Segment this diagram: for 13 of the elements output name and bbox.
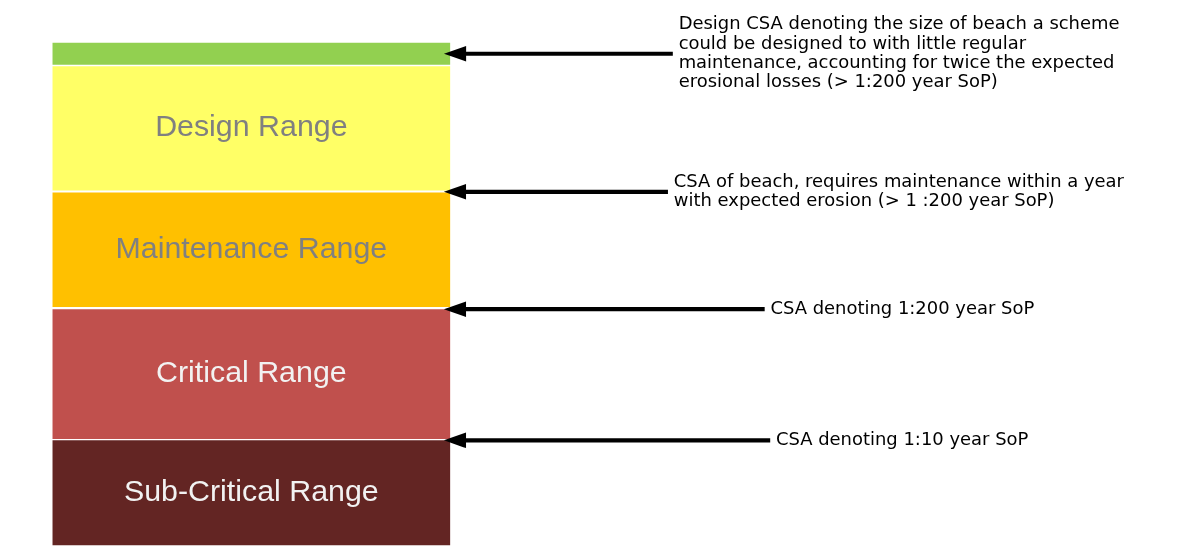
node-box: Sub-Critical Range — [52, 440, 450, 546]
node-box: Critical Range — [52, 309, 450, 439]
node-box: Maintenance Range — [52, 192, 450, 308]
node-bar — [52, 42, 450, 65]
arrow — [443, 301, 765, 317]
node-text: Design CSA denoting the size of beach a scheme could be designed to with little regular maintenance, accounting for twice the expected erosional losses (> 1:200 year SoP) — [678, 12, 1120, 92]
node-text: CSA denoting 1:200 year SoP — [769, 296, 1034, 318]
node-box: Design Range — [52, 66, 450, 191]
arrow — [443, 46, 673, 62]
node-text: CSA denoting 1:10 year SoP — [775, 428, 1028, 450]
arrow — [443, 432, 770, 449]
arrow — [443, 184, 668, 200]
node-text: CSA of beach, requires maintenance within a year with expected erosion (> 1 :200 year SoP) — [673, 169, 1124, 211]
